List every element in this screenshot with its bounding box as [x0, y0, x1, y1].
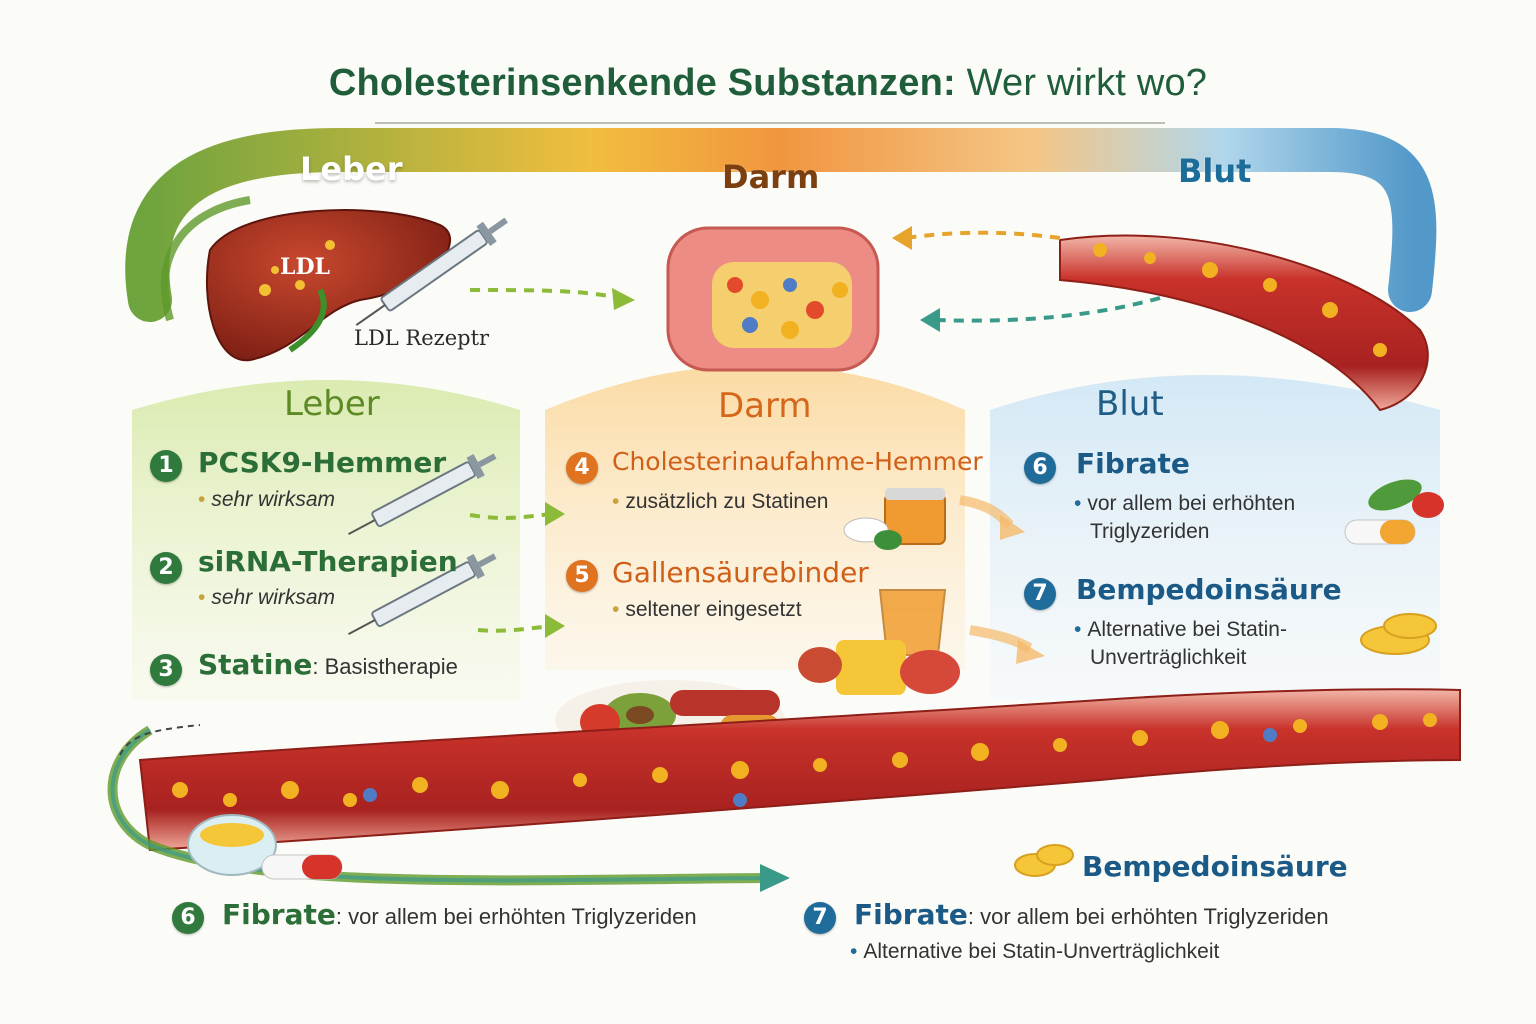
item-note-cholesterinaufnahme: •zusätzlich zu Statinen	[612, 490, 829, 513]
bottom-left-text: : vor allem bei erhöhten Triglyzeriden	[335, 904, 697, 929]
item-title-statine: Statine	[198, 648, 313, 681]
bottom-right-note: •Alternative bei Statin-Unverträglichkei…	[850, 940, 1220, 963]
bottom-left-fibrate: Fibrate: vor allem bei erhöhten Triglyze…	[222, 898, 697, 931]
ribbon-label-darm: Darm	[722, 158, 820, 196]
bottom-left-title: Fibrate	[222, 898, 336, 931]
bottom-right-title: Fibrate	[854, 898, 968, 931]
title-main: Cholesterinsenkende Substanzen:	[328, 62, 956, 104]
title-divider	[375, 122, 1165, 124]
liver-ldl-label: LDL	[280, 254, 331, 280]
item-note-pcsk9: •sehr wirksam	[198, 488, 336, 511]
item-title-pcsk9: PCSK9-Hemmer	[198, 446, 447, 479]
item-title-bempedoinsaeure: Bempedoinsäure	[1076, 573, 1342, 606]
item-title-gallensaeurebinder: Gallensäurebinder	[612, 556, 869, 589]
number-badge-7: 7	[1024, 578, 1056, 610]
panel-heading-blut: Blut	[1096, 384, 1164, 424]
bottom-bempedo-label: Bempedoinsäure	[1082, 850, 1348, 883]
number-badge-6: 6	[1024, 452, 1056, 484]
item-suffix-statine: : Basistherapie	[312, 654, 458, 679]
item-title-cholesterinaufnahme: Cholesterinaufahme-Hemmer	[612, 447, 983, 476]
panel-heading-leber: Leber	[284, 384, 380, 424]
liver-receptor-label: LDL Rezeptr	[354, 326, 490, 350]
item-note-sirna: •sehr wirksam	[198, 586, 336, 609]
bottom-right-fibrate: Fibrate: vor allem bei erhöhten Triglyze…	[854, 898, 1329, 931]
item-statine: Statine: Basistherapie	[198, 648, 458, 681]
item-note-fibrate: •vor allem bei erhöhten Triglyzeriden	[1074, 492, 1296, 543]
item-title-fibrate: Fibrate	[1076, 447, 1190, 480]
number-badge-1: 1	[150, 450, 182, 482]
item-title-sirna: siRNA-Therapien	[198, 545, 458, 578]
panel-heading-darm: Darm	[718, 386, 812, 426]
bottom-right-text: : vor allem bei erhöhten Triglyzeriden	[967, 904, 1329, 929]
number-badge-4: 4	[566, 452, 598, 484]
number-badge-5: 5	[566, 560, 598, 592]
title-sub: Wer wirkt wo?	[966, 62, 1208, 104]
page-title: Cholesterinsenkende Substanzen: Wer wirk…	[0, 62, 1536, 105]
bottom-number-badge-7: 7	[804, 902, 836, 934]
item-note-bempedoinsaeure: •Alternative bei Statin- Unverträglichke…	[1074, 618, 1287, 669]
ribbon-label-leber: Leber	[300, 150, 403, 188]
number-badge-3: 3	[150, 654, 182, 686]
item-note-gallensaeurebinder: •seltener eingesetzt	[612, 598, 802, 621]
number-badge-2: 2	[150, 552, 182, 584]
bottom-number-badge-6: 6	[172, 902, 204, 934]
ribbon-label-blut: Blut	[1178, 152, 1252, 190]
